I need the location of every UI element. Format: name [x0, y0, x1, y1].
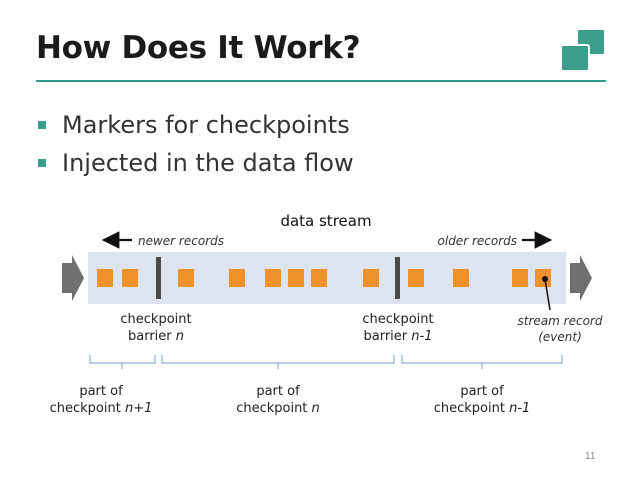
group-prefix: checkpoint — [434, 401, 509, 416]
stream-records — [97, 269, 551, 287]
checkpoint-braces — [89, 355, 563, 369]
title-divider — [36, 80, 606, 82]
brace-n — [161, 355, 395, 369]
stream-record-callout: stream record (event) — [518, 276, 603, 344]
barrier-n-minus-1-var: n-1 — [411, 329, 432, 344]
barrier-n-minus-1-line2: barrier n-1 — [364, 329, 433, 344]
bullet-list: Markers for checkpoints Injected in the … — [38, 106, 354, 182]
barrier-n-line1: checkpoint — [120, 312, 191, 327]
group-var: n — [312, 401, 320, 416]
output-arrow-icon — [570, 255, 592, 301]
input-arrow-icon — [62, 255, 84, 301]
slide-title: How Does It Work? — [36, 30, 361, 66]
stream-record — [97, 269, 113, 287]
barrier-n-label: checkpoint barrier n — [120, 312, 191, 344]
stream-record — [265, 269, 281, 287]
bullet-text: Markers for checkpoints — [62, 111, 350, 139]
group-n-label: part of checkpoint n — [236, 384, 320, 416]
stream-record — [453, 269, 469, 287]
checkpoint-barrier-n-minus-1 — [395, 257, 400, 299]
logo-square-front — [560, 44, 590, 72]
group-line1: part of — [79, 384, 123, 399]
data-stream-diagram: data stream newer records older records — [0, 200, 638, 430]
bullet-marker-icon — [38, 159, 46, 167]
barrier-n-line2: barrier n — [128, 329, 184, 344]
brace-n-minus-1 — [401, 355, 563, 369]
stream-record — [363, 269, 379, 287]
stream-label: data stream — [280, 212, 371, 230]
stream-record — [229, 269, 245, 287]
group-line2: checkpoint n-1 — [434, 401, 531, 416]
stream-record — [122, 269, 138, 287]
barrier-n-minus-1-label: checkpoint barrier n-1 — [362, 312, 433, 344]
group-line2: checkpoint n+1 — [50, 401, 153, 416]
stream-record — [512, 269, 528, 287]
group-line1: part of — [460, 384, 504, 399]
page-number: 11 — [585, 451, 596, 462]
older-records-label: older records — [438, 234, 517, 248]
newer-records-label: newer records — [138, 234, 224, 248]
group-var: n-1 — [509, 401, 530, 416]
bullet-item: Injected in the data flow — [38, 144, 354, 182]
brace-n-plus-1 — [89, 355, 156, 369]
stream-record-sublabel: (event) — [538, 330, 582, 344]
stream-record — [288, 269, 304, 287]
group-n-minus-1-label: part of checkpoint n-1 — [434, 384, 531, 416]
group-line2: checkpoint n — [236, 401, 320, 416]
stream-record — [408, 269, 424, 287]
checkpoint-barrier-n — [156, 257, 161, 299]
bullet-item: Markers for checkpoints — [38, 106, 354, 144]
bullet-text: Injected in the data flow — [62, 149, 354, 177]
stream-record-label: stream record — [518, 314, 603, 328]
newer-records-arrow: newer records — [101, 231, 224, 249]
group-var: n+1 — [125, 401, 152, 416]
group-n-plus-1-label: part of checkpoint n+1 — [50, 384, 153, 416]
group-prefix: checkpoint — [50, 401, 125, 416]
barrier-n-var: n — [176, 329, 184, 344]
group-line1: part of — [256, 384, 300, 399]
barrier-n-minus-1-prefix: barrier — [364, 329, 412, 344]
barrier-n-prefix: barrier — [128, 329, 176, 344]
group-prefix: checkpoint — [236, 401, 311, 416]
older-records-arrow: older records — [438, 231, 553, 249]
bullet-marker-icon — [38, 121, 46, 129]
stream-record — [178, 269, 194, 287]
stream-record — [311, 269, 327, 287]
logo — [556, 26, 608, 74]
barrier-n-minus-1-line1: checkpoint — [362, 312, 433, 327]
